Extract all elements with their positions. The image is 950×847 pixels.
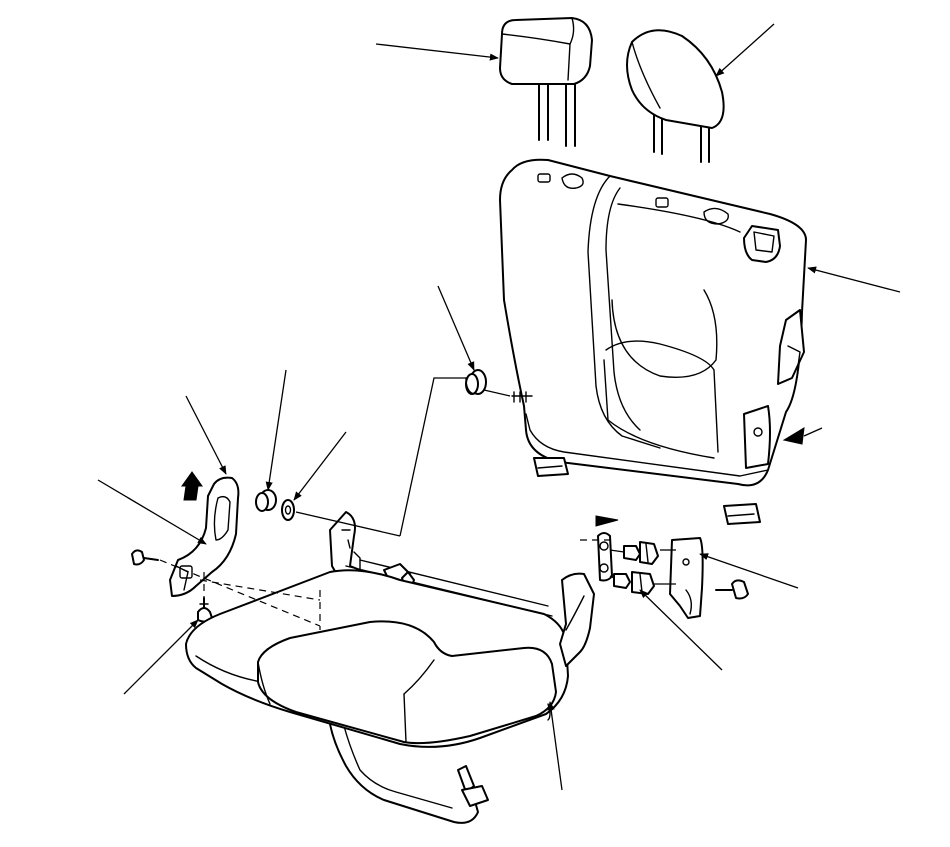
callout-bracket — [97, 479, 207, 545]
assembly-path — [295, 377, 676, 585]
hinge-bracket — [559, 532, 613, 667]
bushing-small — [255, 489, 277, 512]
headrest-right — [626, 29, 725, 163]
right-arrow-icon — [595, 515, 619, 527]
callout-bushing — [437, 285, 475, 371]
callout-trim-cover — [185, 395, 227, 475]
callout-seat-cushion — [547, 701, 563, 791]
callout-bolt-set — [639, 589, 723, 671]
callout-bushing-small — [265, 369, 287, 491]
washer — [281, 499, 295, 521]
callout-headrest-right — [715, 23, 775, 77]
alignment-lines — [159, 539, 612, 630]
back-arrow-icon — [782, 427, 805, 445]
callout-end-cover — [699, 553, 799, 589]
callout-leaders — [97, 23, 901, 791]
headrest-left — [499, 17, 593, 147]
cover-bolt — [715, 579, 749, 600]
up-arrow-icon — [181, 471, 203, 501]
callout-washer — [293, 431, 347, 501]
seat-back — [499, 158, 807, 525]
bolt-set — [613, 541, 659, 595]
end-cover — [669, 537, 704, 619]
direction-arrows — [181, 427, 823, 527]
callout-headrest-left — [375, 43, 499, 61]
bolt-left — [131, 549, 159, 566]
callout-clip — [123, 619, 199, 695]
seat-cushion — [185, 511, 569, 824]
callout-seat-back — [807, 266, 901, 293]
bushing — [465, 369, 487, 395]
